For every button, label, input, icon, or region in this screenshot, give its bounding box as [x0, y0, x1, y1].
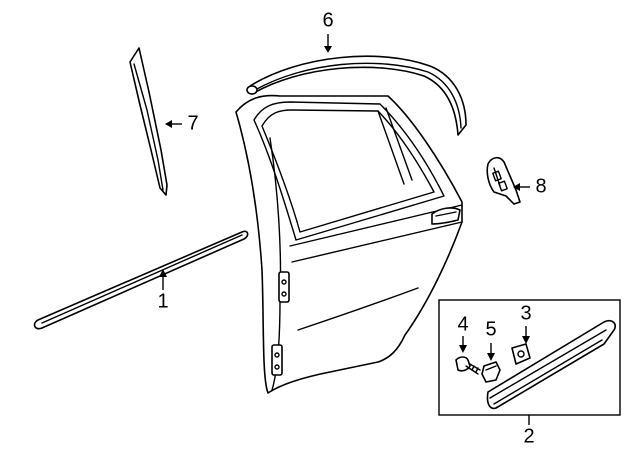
callout-4: 4: [457, 313, 469, 353]
belt-molding-strip-part: [33, 230, 249, 330]
retainer-clip-part: [481, 361, 501, 383]
lower-molding-part: [486, 319, 617, 410]
callout-3-label: 3: [520, 302, 531, 324]
callout-6: 6: [322, 9, 334, 53]
window-frame-molding-part: [246, 55, 467, 136]
callout-1-label: 1: [157, 290, 168, 312]
pillar-applique-part: [129, 47, 168, 196]
callout-7-label: 7: [187, 112, 198, 134]
callout-5: 5: [485, 318, 497, 361]
molding-kit-inset: [438, 299, 621, 416]
callout-5-label: 5: [485, 318, 496, 340]
callout-6-label: 6: [322, 9, 333, 31]
clip-nut-part: [511, 343, 531, 365]
screw-part: [455, 356, 481, 375]
callout-3: 3: [520, 302, 532, 344]
callout-7: 7: [165, 112, 199, 134]
callout-8: 8: [513, 175, 547, 197]
rear-door-part: [235, 94, 463, 394]
end-cap-bracket-part: [486, 156, 521, 205]
callout-8-label: 8: [535, 175, 546, 197]
callout-2-label: 2: [523, 425, 534, 447]
callout-2: 2: [523, 415, 535, 447]
callout-4-label: 4: [457, 313, 468, 335]
callout-1: 1: [157, 269, 169, 312]
